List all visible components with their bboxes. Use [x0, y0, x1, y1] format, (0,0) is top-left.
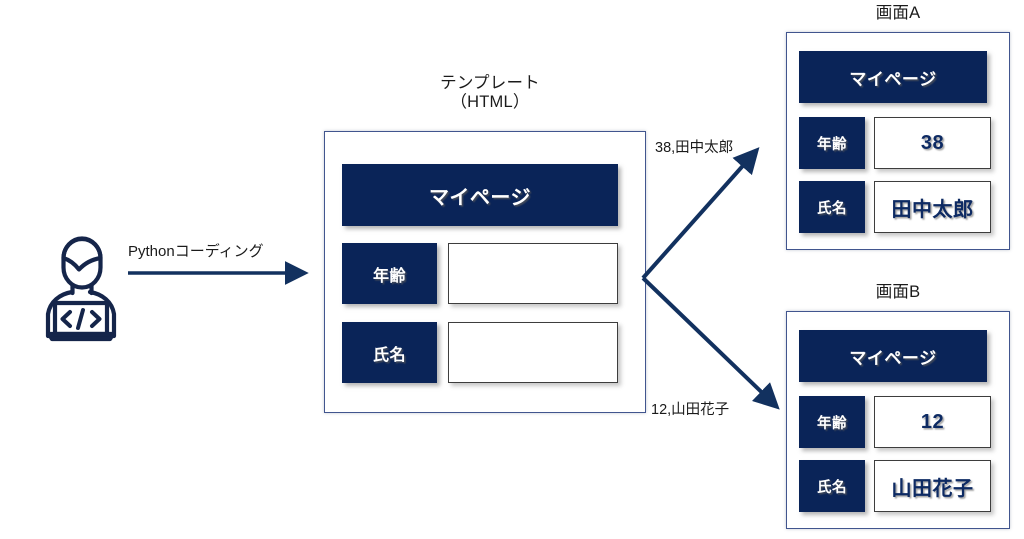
template-row-label-text: 年齢: [372, 267, 406, 285]
branch-arrows: [636, 130, 796, 430]
screen-b-row-label-text: 氏名: [817, 479, 847, 496]
screen-b-header-bar: マイページ: [799, 330, 987, 382]
developer-icon: [34, 228, 128, 342]
branch-arrow-label-b: 12,山田花子: [651, 402, 730, 418]
screen-a-row-label-text: 年齢: [817, 136, 847, 153]
flow-arrow-label: Pythonコーディング: [128, 243, 264, 260]
screen-a-row-label-age: 年齢: [799, 117, 865, 169]
screen-a-caption: 画面A: [875, 4, 921, 22]
template-caption: テンプレート （HTML）: [440, 74, 540, 112]
template-field-name[interactable]: [448, 322, 618, 383]
branch-arrow-label-a: 38,田中太郎: [655, 140, 734, 156]
screen-a-row-label-text: 氏名: [817, 200, 847, 217]
template-header-label: マイページ: [428, 186, 532, 209]
screen-b-field-age: 12: [874, 396, 991, 448]
screen-b-panel: マイページ 年齢 12 氏名 山田花子: [786, 311, 1010, 529]
screen-a-header-label: マイページ: [849, 69, 937, 89]
screen-a-field-name-value: 田中太郎: [891, 198, 974, 221]
screen-a-header-bar: マイページ: [799, 51, 987, 103]
screen-b-row-label-age: 年齢: [799, 396, 865, 448]
screen-b-field-name: 山田花子: [874, 460, 991, 512]
screen-b-row-label-text: 年齢: [817, 415, 847, 432]
screen-b-header-label: マイページ: [849, 348, 937, 368]
flow-arrow: [126, 261, 316, 285]
screen-b-field-age-value: 12: [920, 410, 945, 433]
template-row-label-age: 年齢: [342, 243, 437, 304]
template-header-bar: マイページ: [342, 164, 618, 226]
template-row-label-text: 氏名: [372, 346, 406, 364]
template-field-age[interactable]: [448, 243, 618, 304]
screen-a-field-age-value: 38: [920, 131, 945, 154]
screen-a-row-label-name: 氏名: [799, 181, 865, 233]
screen-b-field-name-value: 山田花子: [891, 477, 974, 500]
screen-b-row-label-name: 氏名: [799, 460, 865, 512]
template-row-label-name: 氏名: [342, 322, 437, 383]
screen-b-caption: 画面B: [875, 283, 921, 301]
screen-a-field-name: 田中太郎: [874, 181, 991, 233]
screen-a-panel: マイページ 年齢 38 氏名 田中太郎: [786, 32, 1010, 250]
code-glyph: [60, 308, 102, 330]
template-panel: マイページ 年齢 氏名: [324, 131, 646, 413]
screen-a-field-age: 38: [874, 117, 991, 169]
